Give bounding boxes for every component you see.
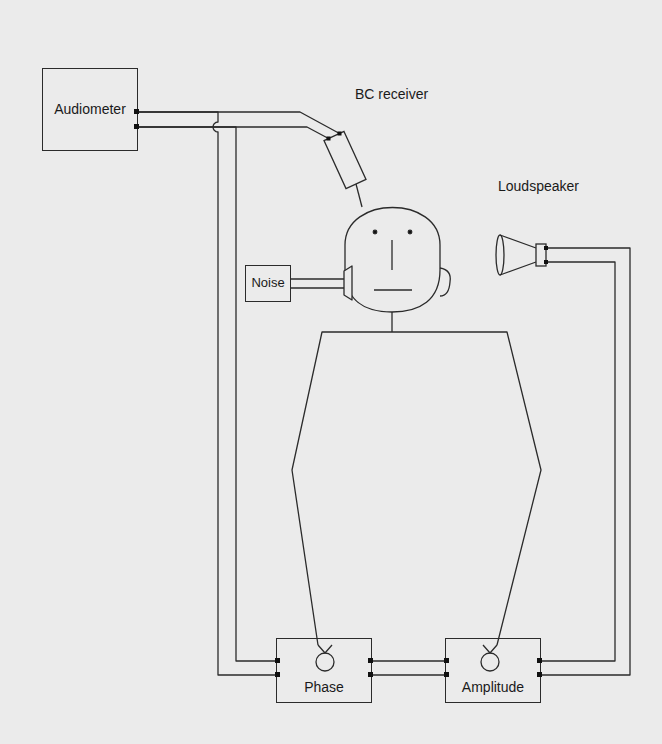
port-terminal (327, 137, 331, 141)
port-terminal (275, 658, 280, 663)
speaker-symbol (494, 232, 548, 278)
wire (138, 127, 276, 661)
cone-rim (496, 235, 504, 275)
port-terminal (134, 124, 139, 129)
nose (391, 240, 392, 270)
wire-pair (138, 112, 340, 139)
port-terminal (544, 246, 548, 250)
wire (372, 660, 445, 661)
port-terminal (544, 260, 548, 264)
knob (481, 653, 499, 671)
receiver-contact (356, 184, 362, 207)
neck (391, 312, 392, 332)
part-label: Loudspeaker (498, 178, 579, 194)
wire-pair (138, 112, 276, 675)
device-box: Amplitude (445, 638, 541, 703)
hand (483, 645, 497, 653)
port-terminal (368, 672, 373, 677)
loudspeaker: Loudspeaker (494, 232, 548, 278)
port-terminal (444, 672, 449, 677)
port-terminal (537, 658, 542, 663)
box-label: Noise (251, 276, 284, 291)
eye (373, 230, 377, 234)
wire (138, 112, 340, 134)
port-terminal (275, 672, 280, 677)
cone-side (500, 235, 536, 275)
device-box: Audiometer (42, 68, 138, 151)
box-label: Amplitude (462, 679, 524, 695)
receiver-housing (324, 131, 366, 188)
earphone (344, 266, 352, 300)
wire (138, 127, 329, 139)
wire-pair (372, 661, 445, 675)
noise-wire (291, 287, 344, 288)
hand (318, 645, 332, 653)
head-outline (345, 208, 440, 313)
noise-wire (291, 278, 344, 279)
ear (440, 268, 450, 296)
wire (541, 248, 630, 675)
device-box: Phase (276, 638, 372, 703)
device-box: Noise (245, 265, 291, 302)
port-terminal (368, 658, 373, 663)
bc-receiver: BC receiver (318, 128, 370, 194)
port-terminal (338, 132, 342, 136)
wire (541, 262, 615, 661)
port-terminal (134, 109, 139, 114)
mouth (374, 289, 412, 290)
wire-pair (541, 248, 630, 675)
knob (316, 653, 334, 671)
part-label: BC receiver (355, 86, 428, 102)
receiver-symbol (318, 128, 370, 194)
wire (138, 112, 276, 675)
body-outline (292, 332, 541, 645)
wire (372, 674, 445, 675)
eye (408, 230, 412, 234)
port-terminal (537, 672, 542, 677)
box-label: Phase (304, 679, 344, 695)
port-terminal (444, 658, 449, 663)
box-label: Audiometer (54, 101, 126, 117)
